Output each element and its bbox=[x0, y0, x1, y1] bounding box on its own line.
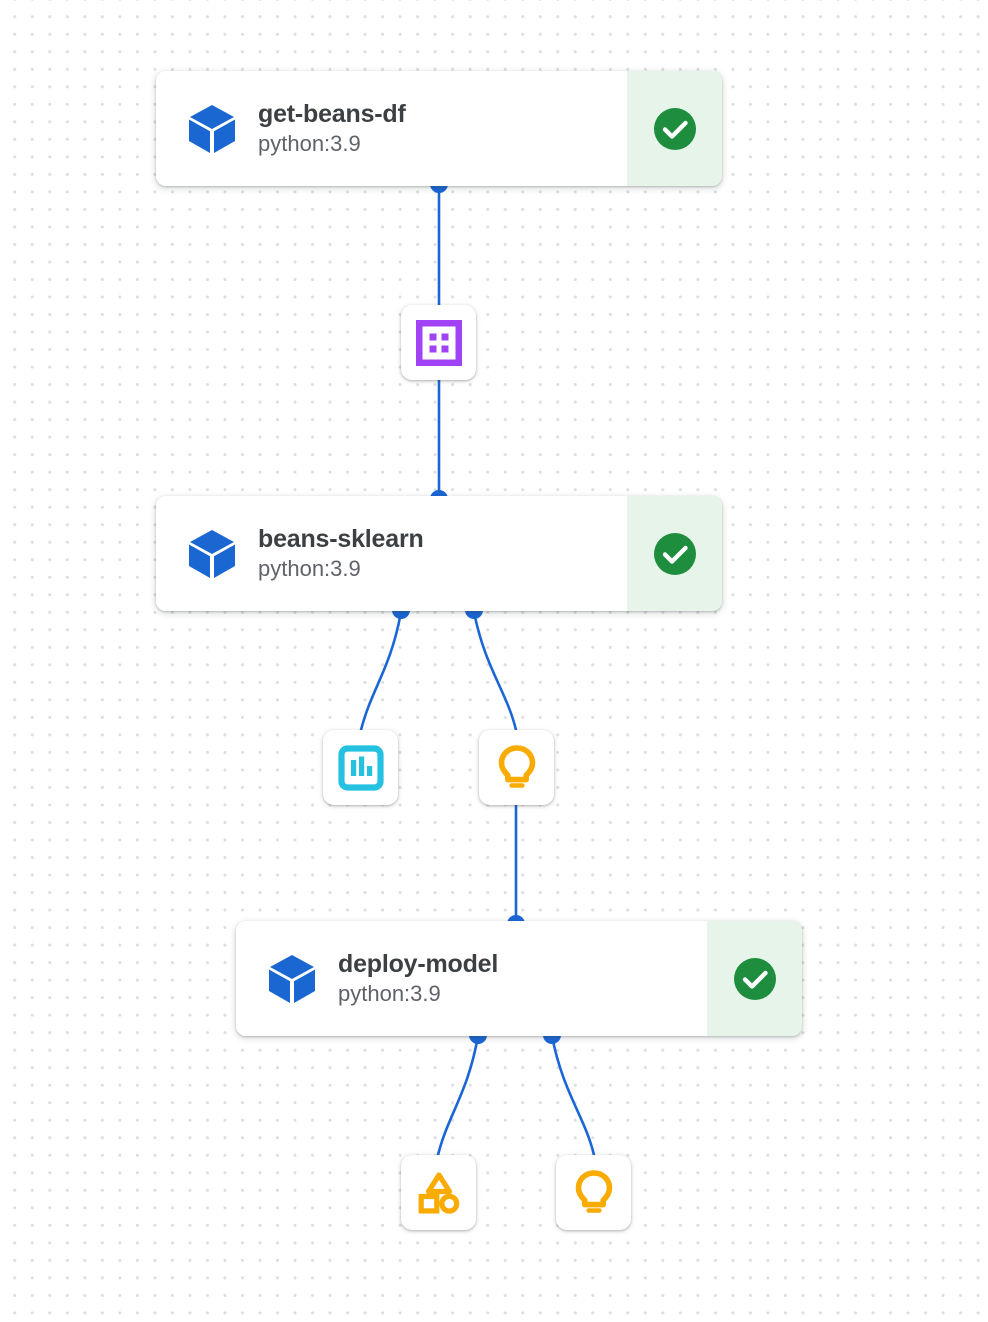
task-node-text: beans-sklearn python:3.9 bbox=[258, 525, 424, 581]
artifact-node-endpoint[interactable] bbox=[556, 1155, 631, 1230]
edge-deploy-model-to-endpoint-artifact bbox=[550, 1034, 596, 1157]
bulb-icon bbox=[498, 744, 535, 788]
edge-deploy-model-to-shapes-artifact bbox=[436, 1034, 480, 1157]
task-node-body: get-beans-df python:3.9 bbox=[156, 71, 627, 186]
check-circle-icon bbox=[653, 107, 696, 150]
task-title: deploy-model bbox=[338, 950, 499, 979]
bar-chart-icon bbox=[337, 744, 384, 791]
cube-icon bbox=[186, 528, 238, 580]
cube-icon bbox=[266, 953, 318, 1005]
task-title: beans-sklearn bbox=[258, 525, 424, 554]
bulb-icon bbox=[575, 1169, 612, 1213]
task-node-text: get-beans-df python:3.9 bbox=[258, 100, 406, 156]
edge-beans-sklearn-to-metrics-artifact bbox=[359, 610, 403, 732]
task-node-body: deploy-model python:3.9 bbox=[236, 921, 707, 1036]
dataset-icon bbox=[415, 319, 462, 366]
check-circle-icon bbox=[733, 957, 776, 1000]
task-subtitle: python:3.9 bbox=[258, 556, 361, 582]
task-node-beans-sklearn[interactable]: beans-sklearn python:3.9 bbox=[156, 496, 722, 611]
artifact-node-shapes[interactable] bbox=[401, 1155, 476, 1230]
task-node-text: deploy-model python:3.9 bbox=[338, 950, 498, 1006]
status-badge-succeeded[interactable] bbox=[707, 921, 802, 1036]
cube-icon bbox=[186, 103, 238, 155]
task-node-deploy-model[interactable]: deploy-model python:3.9 bbox=[236, 921, 802, 1036]
task-subtitle: python:3.9 bbox=[258, 131, 361, 157]
task-node-body: beans-sklearn python:3.9 bbox=[156, 496, 627, 611]
task-node-get-beans-df[interactable]: get-beans-df python:3.9 bbox=[156, 71, 722, 186]
check-circle-icon bbox=[653, 532, 696, 575]
task-title: get-beans-df bbox=[258, 100, 406, 129]
status-badge-succeeded[interactable] bbox=[627, 496, 722, 611]
status-badge-succeeded[interactable] bbox=[627, 71, 722, 186]
edge-beans-sklearn-to-model-artifact bbox=[472, 610, 518, 732]
artifact-node-metrics[interactable] bbox=[323, 730, 398, 805]
artifact-node-dataset[interactable] bbox=[401, 305, 476, 380]
task-subtitle: python:3.9 bbox=[338, 981, 441, 1007]
shapes-icon bbox=[418, 1171, 459, 1214]
artifact-node-model[interactable] bbox=[479, 730, 554, 805]
